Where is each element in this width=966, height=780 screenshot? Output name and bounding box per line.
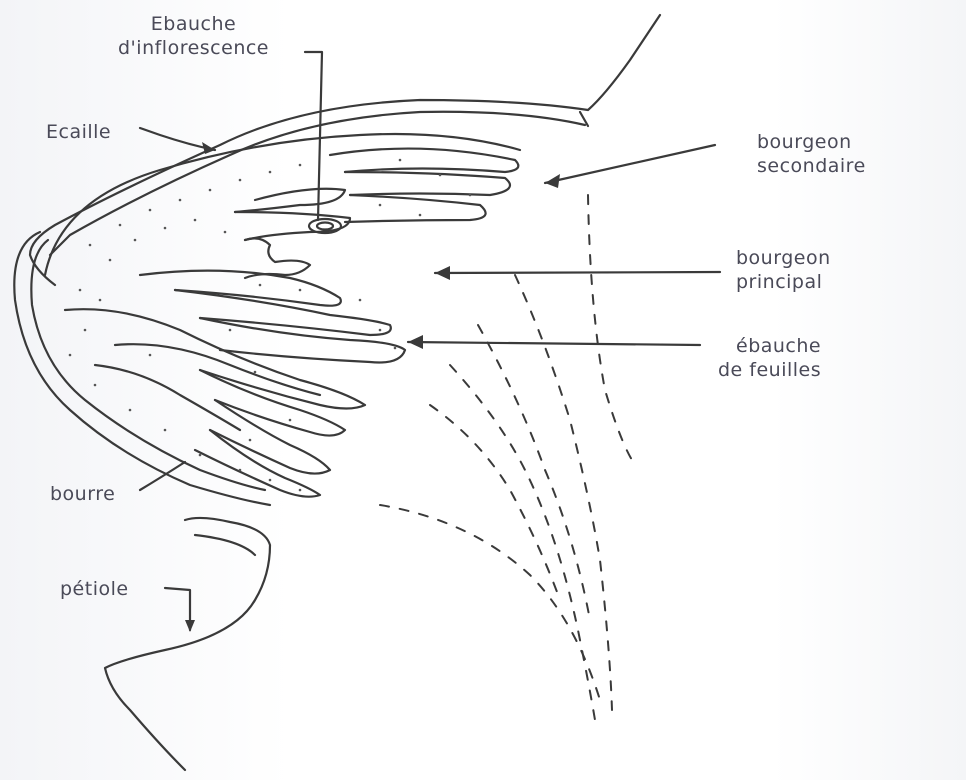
petiole-ridge <box>195 535 255 555</box>
leader-bourgeon-secondaire <box>545 145 715 183</box>
label-inflorescence-line2: d'inflorescence <box>118 36 269 60</box>
label-ebauche-inflorescence: Ebauche d'inflorescence <box>118 12 269 60</box>
leaf-fold-10 <box>115 344 320 395</box>
label-ebauche-feuilles: ébauche de feuilles <box>718 334 821 382</box>
leaf-fold-6 <box>140 271 341 306</box>
label-ebauche-line1: Ebauche <box>118 12 269 36</box>
outer-envelope <box>14 232 270 505</box>
label-bourgeon-principal-line1: bourgeon <box>736 246 831 270</box>
label-ecaille-text: Ecaille <box>46 120 111 144</box>
leader-ebauche-feuilles <box>408 342 700 345</box>
leaf-fold-4 <box>235 189 345 212</box>
leaf-fold-8 <box>200 318 405 363</box>
leaf-fold-13 <box>195 430 320 497</box>
leaf-fold-7 <box>175 290 391 335</box>
leader-petiole <box>165 588 190 630</box>
outer-scale-inner-line <box>50 112 585 255</box>
arrowheads <box>185 142 560 632</box>
label-ecaille: Ecaille <box>46 120 111 144</box>
inner-envelope <box>45 134 520 275</box>
leaf-fold-12 <box>210 400 330 474</box>
leaf-fold-14 <box>95 365 240 430</box>
label-bourgeon-secondaire: bourgeon secondaire <box>757 130 866 178</box>
label-feuilles-line2: de feuilles <box>718 358 821 382</box>
petiole-outline <box>105 518 270 770</box>
label-bourre: bourre <box>50 482 115 506</box>
label-petiole-text: pétiole <box>60 577 129 601</box>
label-bourgeon-principal: bourgeon principal <box>736 246 831 294</box>
label-petiole: pétiole <box>60 577 129 601</box>
leaf-fold-2 <box>345 172 510 195</box>
label-secondaire-line2: secondaire <box>757 154 866 178</box>
label-ebauche-feuilles-line1: ébauche <box>718 334 821 358</box>
leader-bourgeon-principal <box>435 272 720 273</box>
leaf-fold-1 <box>330 149 518 172</box>
leader-inflorescence <box>305 52 322 220</box>
label-bourre-text: bourre <box>50 482 115 506</box>
leader-bourre <box>140 462 185 490</box>
label-bourgeon-line1: bourgeon <box>757 130 866 154</box>
leaf-fold-3 <box>345 195 486 222</box>
label-principal-line2: principal <box>736 270 831 294</box>
